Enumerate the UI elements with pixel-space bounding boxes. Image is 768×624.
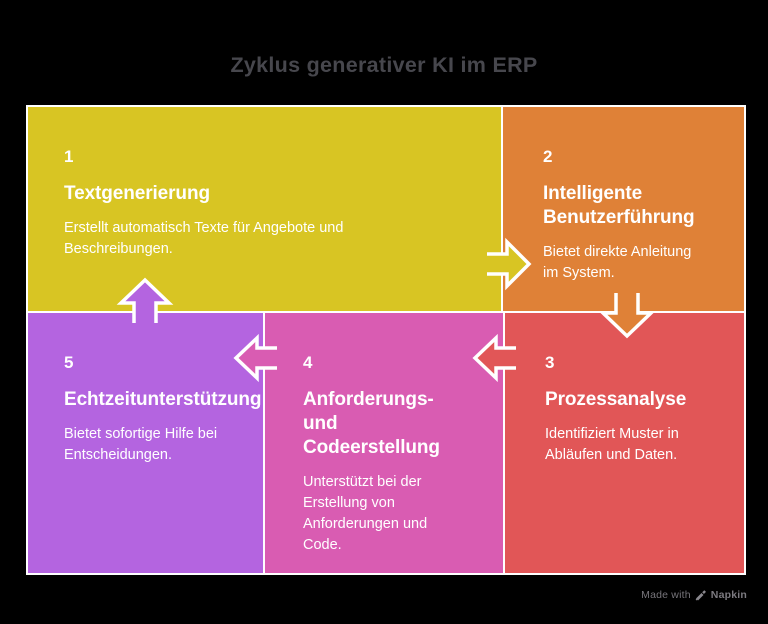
cycle-diagram: 1 Textgenerierung Erstellt automatisch T… <box>26 105 746 575</box>
step-description: Unterstützt bei der Erstellung von Anfor… <box>303 473 428 553</box>
diagram-row-bottom: 5 Echtzeitunterstützung Bietet sofortige… <box>28 313 744 573</box>
step-number: 3 <box>545 353 555 372</box>
diagram-row-top: 1 Textgenerierung Erstellt automatisch T… <box>28 107 744 311</box>
napkin-pen-icon <box>695 590 706 601</box>
step-description: Erstellt automatisch Texte für Angebote … <box>64 219 344 257</box>
napkin-brand-label: Napkin <box>710 589 747 601</box>
step-number: 5 <box>64 353 74 372</box>
made-with-label: Made with <box>641 589 691 601</box>
step-2-intelligente-benutzerfuehrung: 2 Intelligente Benutzerführung Bietet di… <box>503 107 744 311</box>
step-1-textgenerierung: 1 Textgenerierung Erstellt automatisch T… <box>28 107 501 311</box>
step-3-prozessanalyse: 3 Prozessanalyse Identifiziert Muster in… <box>505 313 744 573</box>
arrow-4-to-5-left-icon <box>233 333 277 383</box>
step-title: Anforderungs- und Codeerstellung <box>303 389 440 458</box>
napkin-credit: Made with Napkin <box>641 589 747 601</box>
step-title: Textgenerierung <box>64 183 210 204</box>
step-number: 4 <box>303 353 313 372</box>
step-title: Echtzeitunterstützung <box>64 389 262 410</box>
step-number: 2 <box>543 147 553 166</box>
step-number: 1 <box>64 147 74 166</box>
step-5-echtzeitunterstuetzung: 5 Echtzeitunterstützung Bietet sofortige… <box>28 313 263 573</box>
step-description: Bietet sofortige Hilfe bei Entscheidunge… <box>64 425 218 463</box>
arrow-2-to-3-down-icon <box>598 293 656 339</box>
step-4-anforderungs-und-codeerstellung: 4 Anforderungs- und Codeerstellung Unter… <box>265 313 503 573</box>
arrow-3-to-4-left-icon <box>472 333 516 383</box>
arrow-5-to-1-up-icon <box>116 277 174 323</box>
page-title: Zyklus generativer KI im ERP <box>230 53 538 77</box>
step-description: Bietet direkte Anleitung im System. <box>543 243 692 281</box>
step-description: Identifiziert Muster in Abläufen und Dat… <box>545 425 679 463</box>
arrow-1-to-2-right-icon <box>487 237 532 291</box>
step-title: Intelligente Benutzerführung <box>543 183 695 228</box>
step-title: Prozessanalyse <box>545 389 687 410</box>
